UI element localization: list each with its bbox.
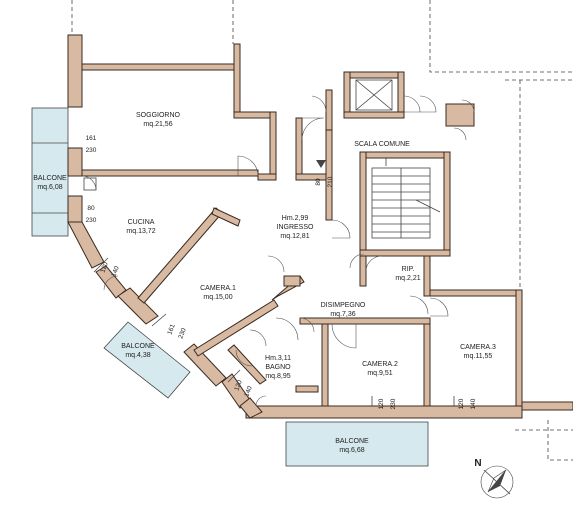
dim-soggiorno-h: 230 <box>86 147 97 154</box>
balcony-bottom-name: BALCONE <box>335 438 369 445</box>
stair-detail <box>316 79 441 239</box>
dim-camera1-h: 230 <box>177 327 187 340</box>
dim-entry-w: 80 <box>315 178 322 186</box>
window-ticks <box>32 142 455 406</box>
room-cucina-area: mq.13,72 <box>126 228 155 235</box>
dim-camera3-h: 140 <box>470 398 477 409</box>
dim-camera1-w: 161 <box>166 323 176 336</box>
room-rip-area: mq.2,21 <box>395 275 420 282</box>
compass: N <box>474 458 514 499</box>
room-soggiorno-area: mq.21,56 <box>143 121 172 128</box>
balcony-left <box>31 107 69 237</box>
room-camera2-area: mq.9,51 <box>367 370 392 377</box>
dim-entry-h: 210 <box>327 176 334 187</box>
door-swings <box>81 95 475 407</box>
dim-camera2-w: 120 <box>378 398 385 409</box>
balcony-left-area: mq.6,08 <box>37 184 62 191</box>
dim-camera3-w: 120 <box>458 398 465 409</box>
dim-bagno-h: 140 <box>243 385 253 398</box>
balcony-middle <box>103 321 191 399</box>
room-bagno-height: Hm.3,11 <box>265 355 291 362</box>
balcony-left-name: BALCONE <box>33 175 67 182</box>
room-cucina-name: CUCINA <box>128 219 155 226</box>
dim-cucina2-w: 120 <box>99 261 109 274</box>
walls <box>67 34 573 419</box>
dim-cucina-w: 80 <box>87 205 95 212</box>
dim-cucina-h: 230 <box>86 217 97 224</box>
room-ingresso-height: Hm.2,99 <box>282 215 309 222</box>
dim-cucina2-h: 140 <box>110 265 120 278</box>
room-camera3-area: mq.11,55 <box>464 353 493 360</box>
room-camera1-name: CAMERA.1 <box>200 285 236 292</box>
room-disimpegno-area: mq.7,36 <box>330 311 355 318</box>
room-camera2-name: CAMERA.2 <box>362 361 398 368</box>
balcony-bottom <box>285 421 429 467</box>
room-ingresso-name: INGRESSO <box>277 224 315 231</box>
balcony-middle-name: BALCONE <box>121 343 155 350</box>
room-soggiorno-name: SOGGIORNO <box>136 112 181 119</box>
diagonal-walls <box>67 207 305 419</box>
room-bagno-name: BAGNO <box>265 364 291 371</box>
room-ingresso-area: mq.12,81 <box>280 233 309 240</box>
balcony-middle-area: mq.4,38 <box>125 352 150 359</box>
room-labels: SOGGIORNO mq.21,56 CUCINA mq.13,72 Hm.2,… <box>33 112 496 454</box>
room-rip-name: RIP. <box>402 266 415 273</box>
dim-bagno-w: 120 <box>233 379 243 392</box>
room-camera3-name: CAMERA.3 <box>460 344 496 351</box>
dimension-labels: 161 230 80 230 120 140 161 230 120 140 1… <box>86 135 477 409</box>
dim-soggiorno-w: 161 <box>86 135 97 142</box>
dim-camera2-h: 230 <box>390 398 397 409</box>
room-camera1-area: mq.15,00 <box>203 294 232 301</box>
room-scala-name: SCALA COMUNE <box>354 141 410 148</box>
compass-north-label: N <box>474 458 481 469</box>
room-bagno-area: mq.8,95 <box>265 373 290 380</box>
balcony-bottom-area: mq.6,68 <box>339 447 364 454</box>
room-disimpegno-name: DISIMPEGNO <box>321 302 366 309</box>
